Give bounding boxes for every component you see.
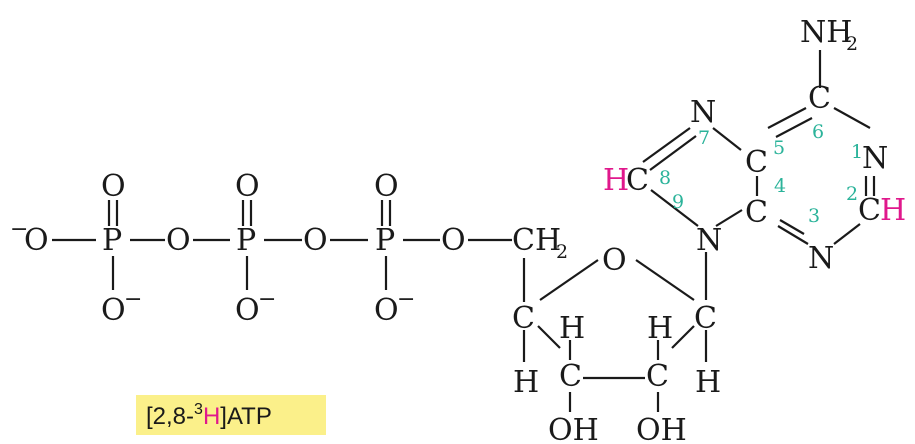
atom-h-c3-prime: H [559,311,585,346]
bonds [52,50,876,412]
atom-n7: N [690,95,716,130]
atom-ch2: CH [512,223,561,258]
bond-c6-n1 [833,107,871,129]
atom-o-p1-bottom: O [101,293,126,328]
ring-number-6: 6 [812,121,824,143]
atom-c2: C [858,193,881,228]
bond-c4p-c3p [537,325,561,349]
atom-h-c4-prime: H [513,365,539,400]
atom-c6: C [808,81,831,116]
atom-c1-prime: C [694,301,717,336]
ribose-ring: CH 2 O C C C C H H H H OH OH [512,223,721,444]
atom-p-beta: P [236,223,256,258]
atom-h-c1-prime: H [695,365,721,400]
atom-p-gamma: P [375,223,395,258]
bond-n7-c8 [642,127,691,163]
charge-o-p2-bottom: − [258,287,276,312]
atom-c3-prime: C [559,359,582,394]
triphosphate-chain: − O P O O − O P O O − O P O O − O [10,169,466,328]
atom-o-p2-top: O [235,169,260,204]
atom-h8-isotope: H [603,163,629,198]
bond-c4p-oring [539,259,599,301]
ring-number-1: 1 [851,141,863,163]
atom-oh-c2-prime: OH [636,413,687,444]
atom-p-alpha: P [102,223,122,258]
atom-n9: N [696,223,722,258]
atom-c4: C [745,195,768,230]
ring-numbering: 1 2 3 4 5 6 7 8 9 [659,121,863,227]
atom-n1: N [862,141,888,176]
bond-c2-n3 [833,223,861,245]
bond-c6-c5-double [775,117,813,138]
charge-terminal-oxygen: − [10,217,28,242]
atom-c4-prime: C [512,301,535,336]
ring-number-9: 9 [672,191,684,213]
atom-c2-prime: C [646,359,669,394]
atom-c8: C [626,163,649,198]
label-isotope: H [203,403,220,430]
atom-oh-c3-prime: OH [548,413,599,444]
bond-n7-c8-double [649,135,697,171]
atom-o-p3-top: O [374,169,399,204]
atom-ch2-subscript: 2 [556,241,568,263]
atom-o-ring: O [602,243,627,278]
ring-number-5: 5 [773,137,785,159]
atom-o-ester: O [441,223,466,258]
bond-n3-c4-double [779,219,805,235]
charge-o-p1-bottom: − [124,287,142,312]
bond-c8-n9 [650,189,699,227]
ring-number-4: 4 [774,175,786,197]
bond-c1p-c2p [671,325,695,349]
bond-c6-c5 [767,107,807,129]
bond-n3-c4 [777,225,809,245]
compound-label-background [136,395,326,435]
ring-number-7: 7 [698,127,710,149]
label-suffix: ]ATP [220,403,272,430]
ring-number-3: 3 [808,205,820,227]
atom-nh2-subscript: 2 [846,33,858,55]
bond-oring-c1p [635,259,695,301]
atom-c5: C [745,145,768,180]
ring-number-8: 8 [659,167,671,189]
atom-n3: N [808,241,834,276]
label-superscript: 3 [194,401,203,418]
ring-number-2: 2 [846,183,858,205]
atom-o-bridge-1: O [166,223,191,258]
label-prefix: [2,8- [146,403,194,430]
atom-o-p2-bottom: O [235,293,260,328]
bond-c5-n7 [712,127,742,151]
charge-o-p3-bottom: − [397,287,415,312]
compound-label: [2,8-3H]ATP [136,395,326,435]
atom-h-c2-prime: H [647,311,673,346]
atom-o-terminal: O [24,223,49,258]
atom-h2-isotope: H [880,193,906,228]
atom-o-bridge-2: O [303,223,328,258]
atom-o-p3-bottom: O [374,293,399,328]
bond-n9-c4 [715,209,743,227]
atom-o-p1-top: O [101,169,126,204]
atom-nh2: NH [800,15,852,50]
compound-label-text: [2,8-3H]ATP [146,401,272,430]
purine-ring: NH 2 C N C H N C C N H C N [603,15,906,276]
